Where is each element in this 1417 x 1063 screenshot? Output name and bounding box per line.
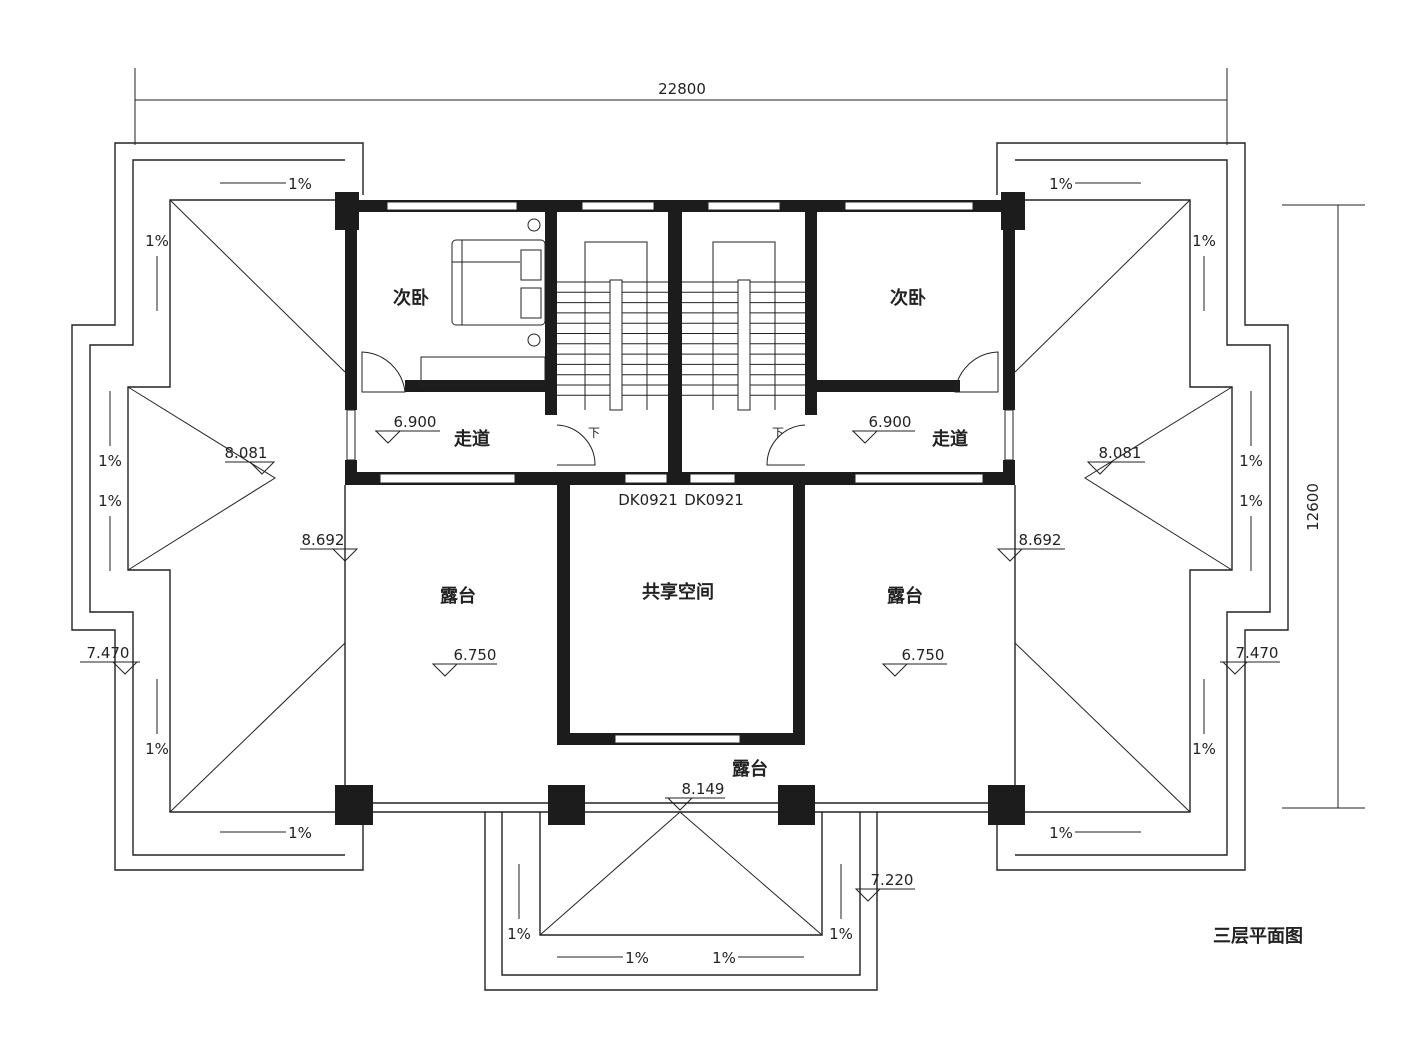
depth-dimension-label: 12600 xyxy=(1304,483,1322,531)
slope-label: 1% xyxy=(1192,232,1216,250)
room-label-terrace-front: 露台 xyxy=(732,758,768,780)
elevation-label: 7.470 xyxy=(1236,644,1279,662)
slope-indicator: 1% xyxy=(507,864,531,943)
stair-handrail xyxy=(609,279,623,411)
elevation-label: 8.692 xyxy=(1019,531,1062,549)
slope-indicator: 1% xyxy=(145,232,169,311)
elevation-triangle-icon xyxy=(111,661,139,675)
elevation-triangle-icon xyxy=(851,430,879,444)
slope-indicator: 1% xyxy=(712,949,804,967)
slope-label: 1% xyxy=(712,949,736,967)
elevation-label: 8.081 xyxy=(225,444,268,462)
elevation-triangle-icon xyxy=(431,663,459,677)
stair-down-label: 下 xyxy=(772,426,784,440)
room-label-terrace-right: 露台 xyxy=(887,585,923,607)
room-label-bedroom-right: 次卧 xyxy=(890,287,926,309)
stair-landing xyxy=(712,241,776,410)
slope-label: 1% xyxy=(288,824,312,842)
elevation-marker: 7.220 xyxy=(854,871,915,902)
slope-indicator: 1% xyxy=(98,391,122,470)
left-wing-roof xyxy=(71,142,364,871)
stair-down-label: 下 xyxy=(588,426,600,440)
slope-label: 1% xyxy=(1192,740,1216,758)
elevation-label: 8.149 xyxy=(682,780,725,798)
door-label: DK0921 xyxy=(618,491,678,509)
slope-label: 1% xyxy=(1239,492,1263,510)
elevation-marker: 6.900 xyxy=(851,413,915,444)
elevation-marker: 8.149 xyxy=(665,780,725,811)
door-label: DK0921 xyxy=(684,491,744,509)
slope-indicator: 1% xyxy=(1049,175,1141,193)
slope-label: 1% xyxy=(625,949,649,967)
slope-label: 1% xyxy=(829,925,853,943)
elevation-triangle-icon xyxy=(331,548,359,562)
slope-indicator: 1% xyxy=(220,824,312,842)
right-wing-roof xyxy=(996,142,1289,871)
slope-label: 1% xyxy=(507,925,531,943)
elevation-marker: 8.692 xyxy=(996,531,1065,562)
elevation-marker: 7.470 xyxy=(80,644,140,675)
slope-label: 1% xyxy=(1049,175,1073,193)
slope-label: 1% xyxy=(98,452,122,470)
elevation-triangle-icon xyxy=(248,461,276,475)
walls xyxy=(335,192,1025,825)
elevation-triangle-icon xyxy=(666,797,694,811)
elevation-marker: 8.081 xyxy=(1086,444,1145,475)
elevation-triangle-icon xyxy=(881,663,909,677)
elevation-marker: 7.470 xyxy=(1220,644,1280,675)
elevation-label: 6.900 xyxy=(869,413,912,431)
elevation-marker: 6.900 xyxy=(374,413,440,444)
elevation-triangle-icon xyxy=(374,430,402,444)
elevation-marker: 8.692 xyxy=(300,531,359,562)
elevation-marker: 6.750 xyxy=(431,646,497,677)
elevation-triangle-icon xyxy=(996,548,1024,562)
room-label-corridor-left: 走道 xyxy=(454,428,490,450)
elevation-triangle-icon xyxy=(1086,461,1114,475)
room-label-terrace-left: 露台 xyxy=(440,585,476,607)
elevation-label: 8.692 xyxy=(302,531,345,549)
slope-indicator: 1% xyxy=(1049,824,1141,842)
elevation-marker: 8.081 xyxy=(225,444,276,475)
elevation-label: 7.220 xyxy=(871,871,914,889)
drawing-title: 三层平面图 xyxy=(1213,926,1303,947)
doors xyxy=(361,351,999,466)
slope-indicator: 1% xyxy=(1239,391,1263,470)
slope-indicator: 1% xyxy=(829,864,853,943)
slope-indicator: 1% xyxy=(1239,492,1263,571)
front-balcony xyxy=(484,811,878,991)
slope-label: 1% xyxy=(145,740,169,758)
elevation-marker: 6.750 xyxy=(881,646,947,677)
slope-label: 1% xyxy=(1239,452,1263,470)
elevation-label: 6.750 xyxy=(454,646,497,664)
elevation-label: 7.470 xyxy=(87,644,130,662)
width-dimension-label: 22800 xyxy=(658,80,706,98)
slope-label: 1% xyxy=(145,232,169,250)
slope-indicator: 1% xyxy=(557,949,649,967)
room-label-shared-space: 共享空间 xyxy=(642,581,714,603)
slope-label: 1% xyxy=(98,492,122,510)
dimension-depth: 12600 xyxy=(1282,204,1365,809)
slope-indicator: 1% xyxy=(1192,232,1216,311)
slope-label: 1% xyxy=(1049,824,1073,842)
stair-handrail xyxy=(737,279,751,411)
elevation-label: 6.900 xyxy=(394,413,437,431)
dimension-width: 22800 xyxy=(134,68,1228,145)
room-label-bedroom-left: 次卧 xyxy=(393,287,429,309)
room-label-corridor-right: 走道 xyxy=(932,428,968,450)
slope-label: 1% xyxy=(288,175,312,193)
slope-indicator: 1% xyxy=(1192,679,1216,758)
bed xyxy=(420,218,546,386)
elevation-label: 8.081 xyxy=(1099,444,1142,462)
elevation-triangle-icon xyxy=(1221,661,1249,675)
elevation-label: 6.750 xyxy=(902,646,945,664)
slope-indicator: 1% xyxy=(220,175,312,193)
stair-landing xyxy=(584,241,648,410)
slope-indicator: 1% xyxy=(145,679,169,758)
slope-indicator: 1% xyxy=(98,492,122,571)
stairs xyxy=(557,241,805,411)
elevation-triangle-icon xyxy=(854,888,882,902)
